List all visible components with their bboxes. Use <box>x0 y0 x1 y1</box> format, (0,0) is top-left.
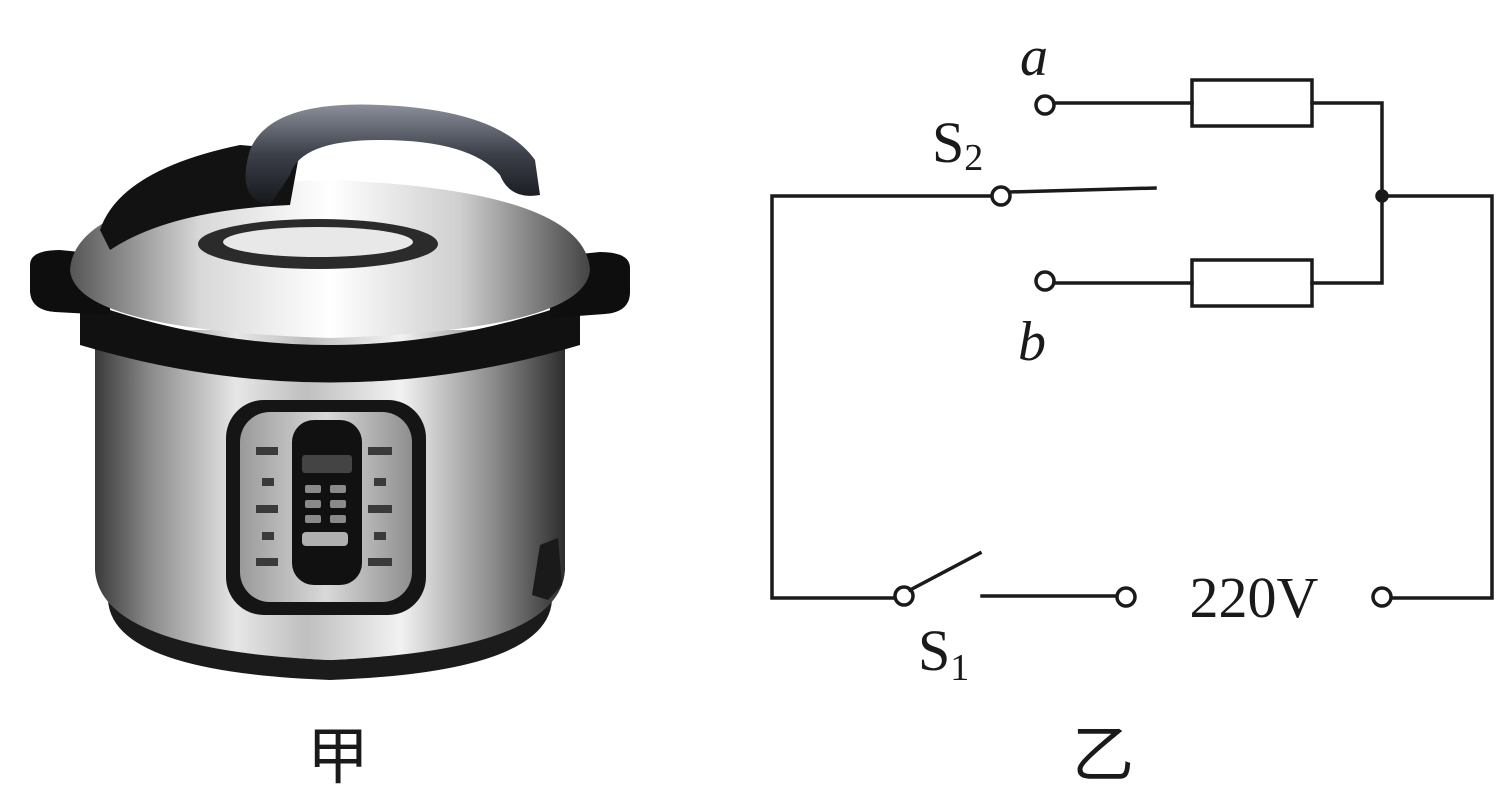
label-switch-s2-letter: S <box>932 110 964 175</box>
label-switch-s2-subscript: 2 <box>964 137 983 179</box>
switch-s2-pivot <box>990 185 1012 207</box>
cooker-base <box>108 560 552 680</box>
resistor-top <box>1190 78 1314 128</box>
cooker-rim <box>80 300 580 383</box>
caption-left: 甲 <box>307 720 369 786</box>
caption-right: 乙 <box>1072 718 1134 786</box>
label-switch-s1: S1 <box>918 618 969 689</box>
wire-b-to-node <box>1310 194 1384 285</box>
panel-side-keys <box>256 447 392 566</box>
control-panel-display <box>292 420 362 585</box>
wire-a-to-node <box>1310 101 1384 198</box>
circuit-diagram <box>770 78 1494 608</box>
resistor-bottom <box>1190 258 1314 308</box>
source-terminal-left <box>1115 586 1137 608</box>
label-terminal-b: b <box>1018 311 1046 373</box>
lid-emblem <box>223 227 413 257</box>
label-switch-s2: S2 <box>932 110 983 179</box>
switch-s1-pivot <box>893 585 915 607</box>
cord-bracket <box>532 538 562 600</box>
wire-right-rail <box>1380 194 1494 600</box>
label-voltage-source: 220V <box>1190 565 1319 630</box>
source-terminal-right <box>1371 586 1393 608</box>
wire-left-loop <box>770 194 992 600</box>
switch-s1-arm <box>907 550 983 593</box>
label-terminal-a: a <box>1020 26 1048 88</box>
terminal-a-contact <box>1034 94 1056 116</box>
switch-s2-arm <box>1008 186 1157 194</box>
panel-screen <box>302 455 352 473</box>
terminal-b-contact <box>1034 270 1056 292</box>
lid-top-handle <box>245 104 540 205</box>
label-switch-s1-letter: S <box>918 618 950 683</box>
panel-buttons <box>302 485 348 546</box>
pressure-cooker-illustration <box>30 104 630 680</box>
label-switch-s1-subscript: 1 <box>950 647 969 689</box>
